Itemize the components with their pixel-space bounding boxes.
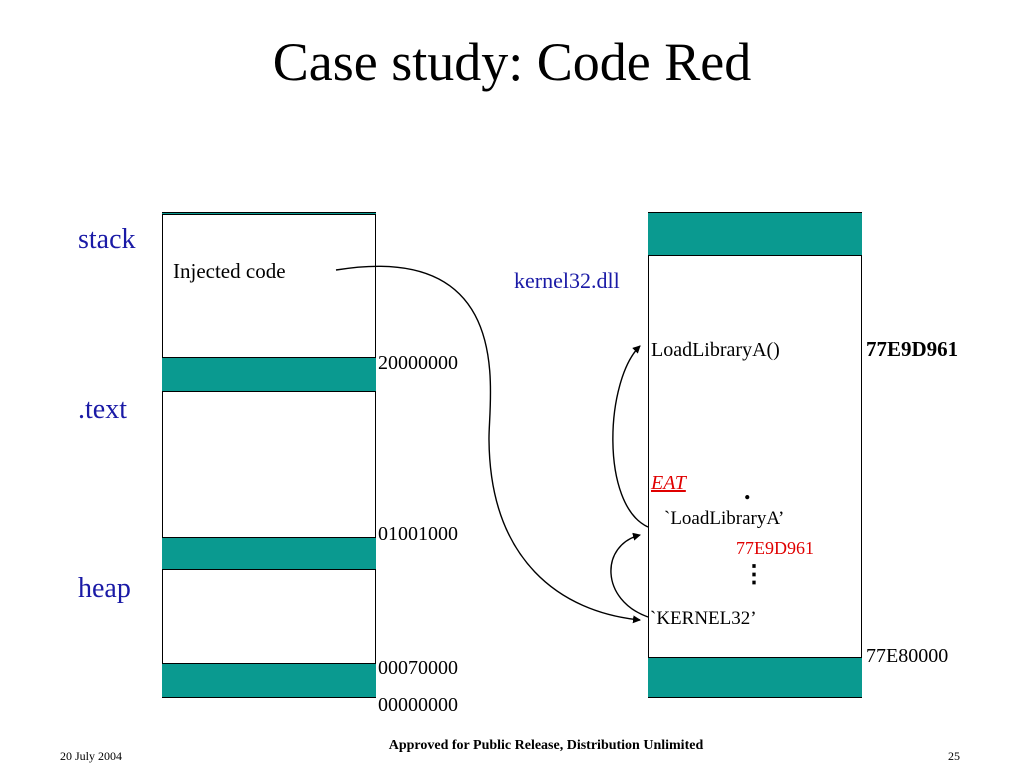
kernel32-band-top: [648, 212, 862, 256]
footer-page-number: 25: [948, 749, 960, 763]
arrow-kernel32-to-eat: [610, 532, 649, 618]
arrow-injected-to-kernel32: [335, 265, 641, 624]
eat-entry-value: 77E9D961: [736, 538, 814, 558]
process-memory-block: [162, 212, 376, 698]
ellipsis-dot: .: [744, 476, 751, 505]
module-label: kernel32.dll: [514, 268, 620, 293]
region-label-stack: stack: [78, 224, 136, 255]
function-address: 77E9D961: [866, 337, 959, 361]
slide-title: Case study: Code Red: [272, 32, 752, 92]
function-label: LoadLibraryA(): [651, 339, 780, 361]
region-label-heap: heap: [78, 573, 131, 604]
address-20000000: 20000000: [378, 352, 458, 374]
kernel32-band-bottom: [648, 657, 862, 698]
footer-release-notice: Approved for Public Release, Distributio…: [388, 738, 704, 753]
ellipsis-vertical: ⋮: [742, 562, 766, 588]
memory-band-text-heap: [162, 537, 376, 570]
eat-label: EAT: [651, 472, 686, 494]
eat-entry-name: `LoadLibraryA’: [664, 508, 785, 529]
memory-band-bottom: [162, 663, 376, 698]
injected-code-label: Injected code: [173, 259, 286, 283]
base-address: 77E80000: [866, 645, 949, 667]
arrow-eat-to-function: [612, 345, 649, 528]
address-01001000: 01001000: [378, 523, 458, 545]
kernel32-header-name: `KERNEL32’: [650, 608, 757, 629]
memory-band-stack-text: [162, 357, 376, 392]
region-label-text: .text: [78, 394, 127, 425]
address-00070000: 00070000: [378, 657, 458, 679]
address-00000000: 00000000: [378, 694, 458, 716]
kernel32-memory-block: [648, 212, 862, 698]
memory-band-top: [162, 212, 376, 215]
footer-date: 20 July 2004: [60, 749, 123, 763]
